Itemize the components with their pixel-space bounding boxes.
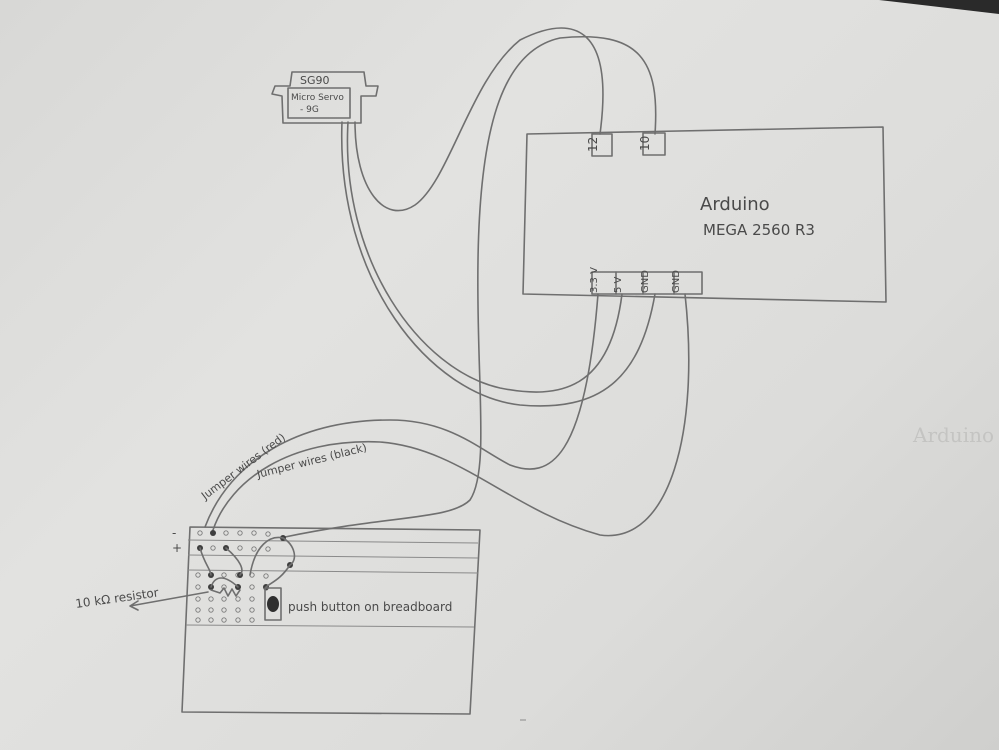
breadboard-holes xyxy=(195,530,271,623)
pin-gnd1-label: GND xyxy=(640,270,651,293)
rail-minus-sign: - xyxy=(172,526,176,540)
servo-motor: SG90 Micro Servo - 9G xyxy=(271,71,379,124)
button-signal-wire xyxy=(284,36,657,538)
breadboard-connections xyxy=(197,530,293,590)
bleed-through-text: Arduino xyxy=(912,423,994,447)
servo-ground-wire xyxy=(341,121,656,407)
pin-5v-label: 5 V xyxy=(613,276,624,293)
servo-model: SG90 xyxy=(300,74,330,87)
jumper-wire-red xyxy=(204,293,599,528)
arduino-board: Arduino MEGA 2560 R3 12 10 3.3 V 5 V GND… xyxy=(522,126,887,303)
servo-weight: - 9G xyxy=(300,105,319,115)
push-button xyxy=(264,587,282,621)
push-button-label: push button on breadboard xyxy=(288,600,452,614)
arduino-title: Arduino xyxy=(700,194,770,215)
resistor-pointer-arrow xyxy=(129,591,209,611)
servo-name: Micro Servo xyxy=(291,93,344,103)
pin-3v3-label: 3.3 V xyxy=(589,267,600,293)
breadboard: - + push button o xyxy=(172,526,481,715)
jumper-wire-black xyxy=(212,293,690,537)
pin-10: 10 xyxy=(638,132,666,156)
pin-10-label: 10 xyxy=(638,136,652,151)
arduino-model: MEGA 2560 R3 xyxy=(703,221,815,239)
servo-signal-wire xyxy=(354,27,604,212)
resistor xyxy=(210,587,241,597)
rail-plus-sign: + xyxy=(172,541,182,555)
servo-power-wire xyxy=(346,121,623,393)
pin-gnd2-label: GND xyxy=(671,270,682,293)
resistor-label: 10 kΩ resistor xyxy=(74,585,159,611)
pin-12: 12 xyxy=(586,133,613,157)
pin-12-label: 12 xyxy=(586,137,600,152)
dark-corner xyxy=(879,0,999,14)
